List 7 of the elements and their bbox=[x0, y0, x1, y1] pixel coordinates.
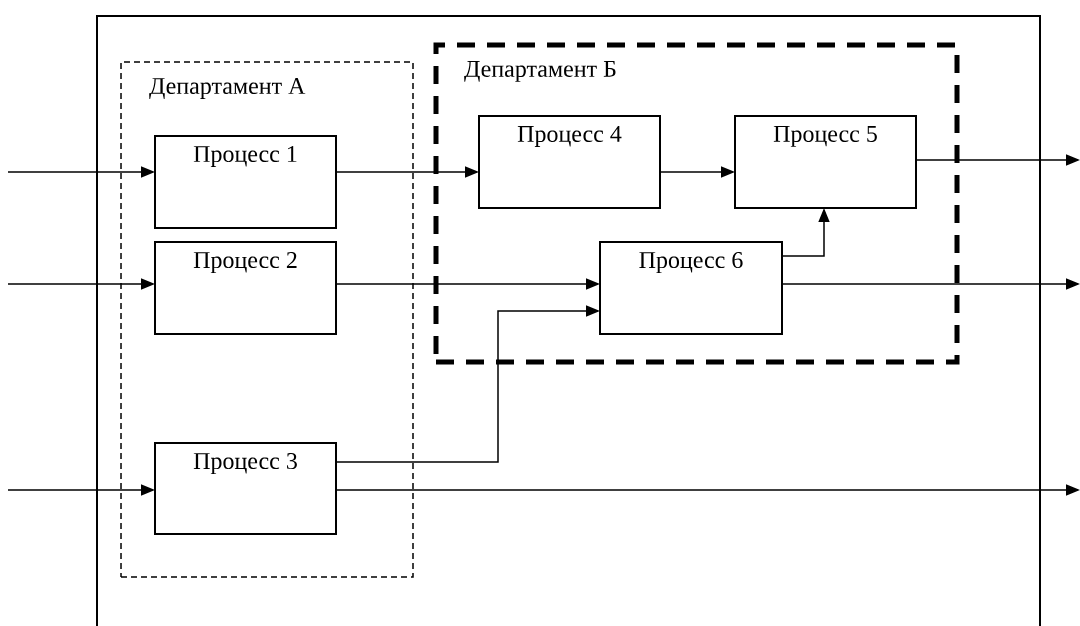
process-box: Процесс 2 bbox=[154, 241, 337, 335]
process-box: Процесс 4 bbox=[478, 115, 661, 209]
process-box: Процесс 5 bbox=[734, 115, 917, 209]
process-box: Процесс 1 bbox=[154, 135, 337, 229]
process-box: Процесс 6 bbox=[599, 241, 783, 335]
frame bbox=[96, 15, 1041, 626]
process-box: Процесс 3 bbox=[154, 442, 337, 535]
